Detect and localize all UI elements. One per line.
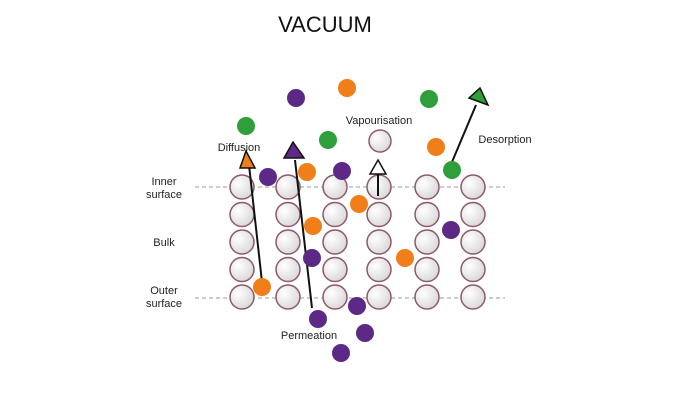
lattice-particle: [366, 256, 392, 283]
permeation-label: Permeation: [281, 330, 337, 342]
vapourisation-arrow: [368, 158, 388, 196]
particle-orange: [338, 79, 356, 97]
lattice-particle: [460, 256, 486, 283]
particle-purple: [356, 324, 374, 342]
particle-purple: [259, 168, 277, 186]
particle-purple: [333, 162, 351, 180]
particle-purple: [442, 221, 460, 239]
particle-green: [443, 161, 461, 179]
lattice-particle: [275, 174, 301, 200]
particle-purple: [332, 344, 350, 362]
lattice-particle: [460, 284, 486, 310]
lattice-particle: [322, 229, 348, 255]
particle-orange: [427, 138, 445, 156]
lattice-particle: [414, 229, 440, 255]
particle-green: [420, 90, 438, 108]
particle-purple: [309, 310, 327, 328]
lattice-particle: [366, 284, 392, 310]
particle-purple: [303, 249, 321, 267]
diffusion-arrow: [238, 149, 263, 283]
particle-green: [237, 117, 255, 135]
lattice-particle: [275, 229, 301, 255]
lattice-particle: [414, 201, 440, 228]
lattice-particle: [229, 174, 255, 200]
particle-white: [368, 129, 392, 153]
lattice-particle: [414, 174, 440, 200]
lattice-particle: [322, 284, 348, 310]
lattice-particle: [275, 256, 301, 283]
bulk-label: Bulk: [153, 237, 175, 249]
lattice-particle: [414, 284, 440, 310]
diffusion-label: Diffusion: [218, 142, 261, 154]
lattice-particle: [275, 201, 301, 228]
lattice-particle: [322, 256, 348, 283]
permeation-arrow: [282, 140, 313, 309]
lattice-particle: [366, 229, 392, 255]
particle-purple: [348, 297, 366, 315]
particle-orange: [253, 278, 271, 296]
desorption-label: Desorption: [478, 134, 531, 146]
lattice-grid: [229, 174, 486, 310]
lattice-particle: [366, 201, 392, 228]
lattice-particle: [322, 201, 348, 228]
particle-green: [319, 131, 337, 149]
lattice-particle: [414, 256, 440, 283]
lattice-particle: [229, 229, 255, 255]
free-particles: [237, 79, 461, 362]
lattice-particle: [460, 174, 486, 200]
lattice-particle: [460, 229, 486, 255]
lattice-particle: [229, 201, 255, 228]
particle-orange: [304, 217, 322, 235]
lattice-particle: [229, 284, 255, 310]
lattice-particle: [460, 201, 486, 228]
particle-orange: [298, 163, 316, 181]
diagram-title: VACUUM: [278, 12, 372, 37]
lattice-particle: [229, 256, 255, 283]
particle-orange: [350, 195, 368, 213]
desorption-arrow: [451, 86, 490, 163]
lattice-particle: [275, 284, 301, 310]
vapourisation-label: Vapourisation: [346, 115, 412, 127]
particle-orange: [396, 249, 414, 267]
particle-purple: [287, 89, 305, 107]
